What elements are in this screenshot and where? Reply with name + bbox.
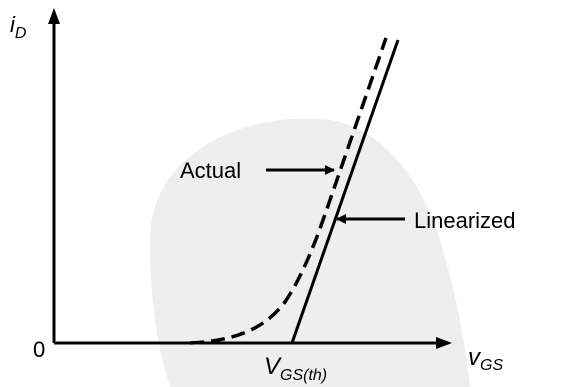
x-axis-label: vGS	[468, 344, 503, 374]
actual-callout-label: Actual	[180, 158, 241, 183]
linearized-callout-label: Linearized	[414, 208, 516, 233]
actual-curve	[189, 37, 388, 345]
threshold-label: VGS(th)	[264, 353, 327, 384]
linearized-curve	[290, 39, 400, 344]
background-watermark	[150, 118, 470, 387]
origin-label: 0	[33, 337, 45, 362]
y-axis-label: iD	[10, 12, 27, 42]
y-axis-arrowhead	[48, 8, 60, 24]
x-axis-arrowhead	[436, 337, 452, 349]
